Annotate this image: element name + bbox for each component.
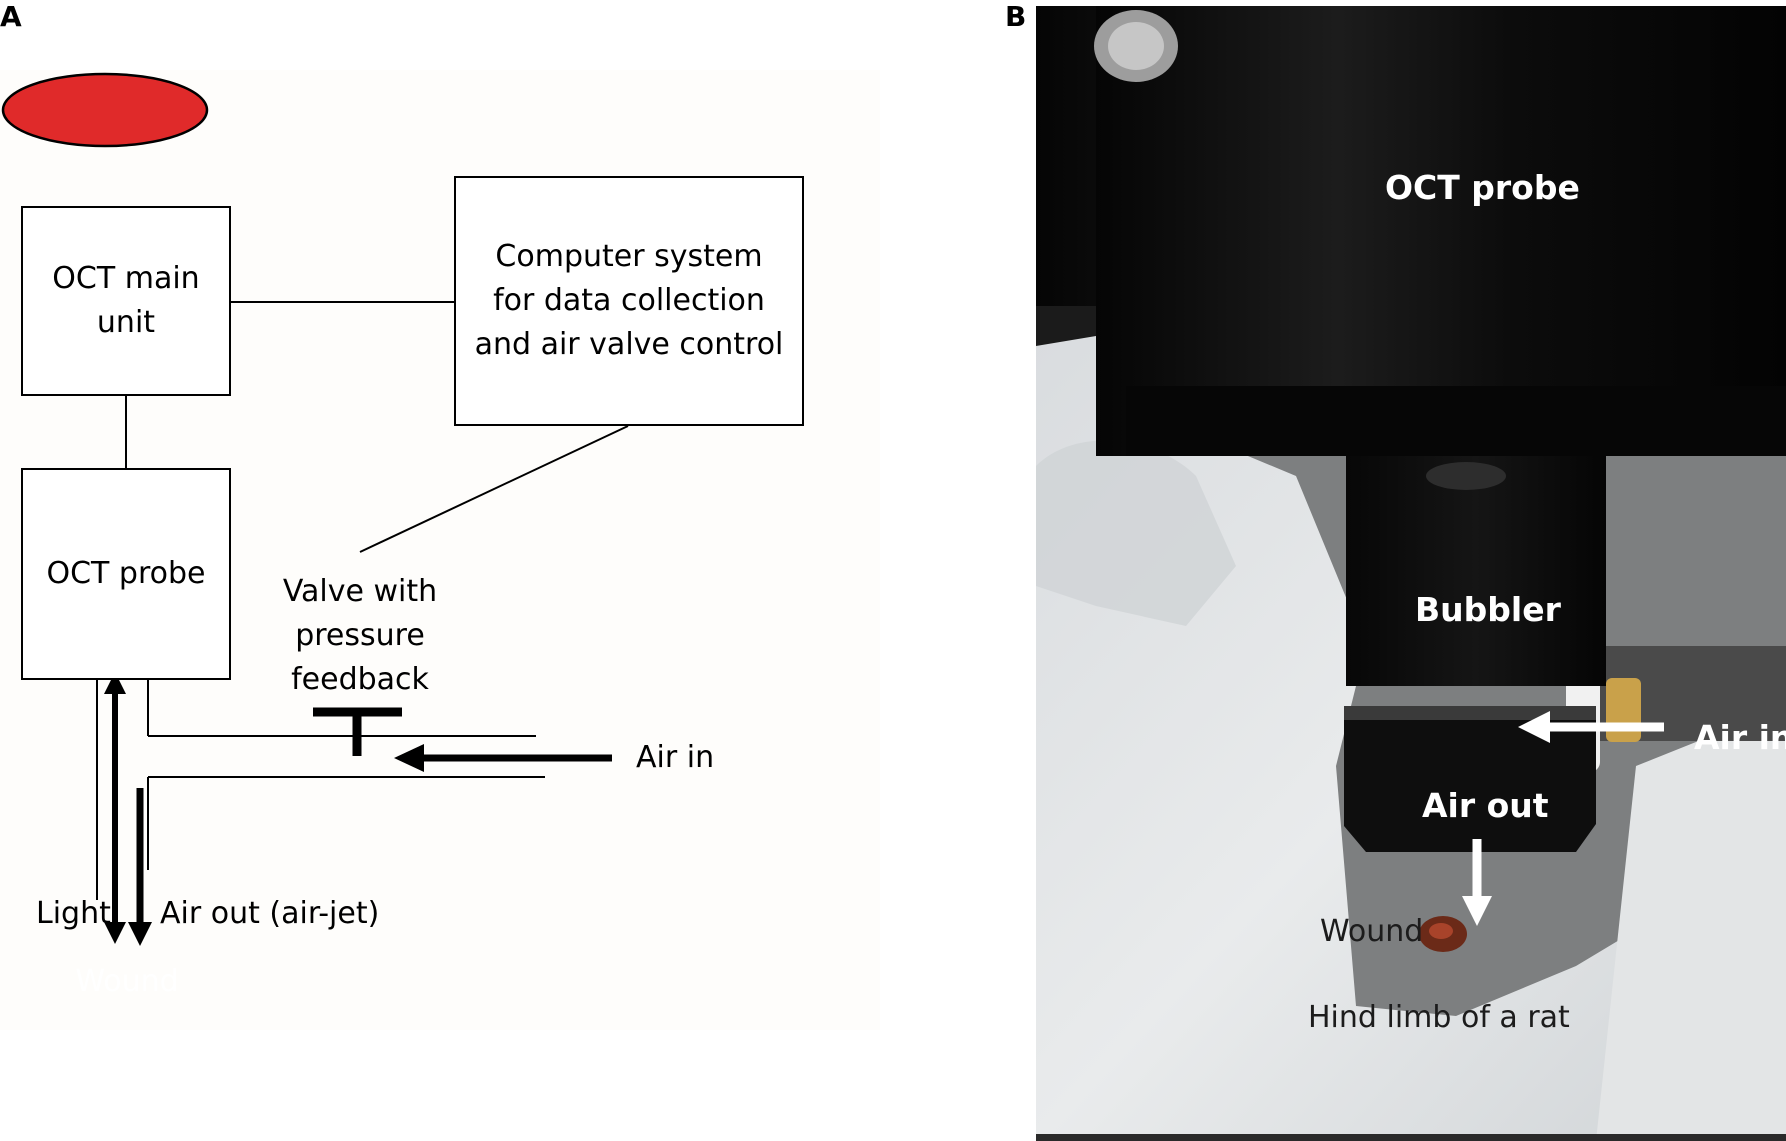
valve-line1: Valve with bbox=[282, 574, 438, 609]
probe-body bbox=[1096, 6, 1786, 456]
light-arrowhead-down bbox=[104, 922, 126, 944]
white-cloth bbox=[1596, 706, 1786, 1141]
schematic-lines bbox=[96, 301, 629, 946]
photo-oct-probe-label: OCT probe bbox=[1385, 168, 1580, 207]
air-in-label: Air in bbox=[636, 740, 715, 775]
computer-line2: for data collection bbox=[493, 283, 765, 318]
oct-main-unit-box: OCT main unit bbox=[21, 206, 231, 396]
computer-line1: Computer system bbox=[495, 239, 763, 274]
computer-system-box: Computer system for data collection and … bbox=[454, 176, 804, 426]
bubbler bbox=[1346, 456, 1606, 686]
connector-computer-valve bbox=[359, 425, 629, 553]
nozzle-block bbox=[1344, 718, 1596, 852]
photo-wound-label: Wound bbox=[1320, 914, 1424, 949]
photo-hind-limb-label: Hind limb of a rat bbox=[1308, 1000, 1570, 1035]
oct-main-unit-line1: OCT main bbox=[52, 261, 200, 296]
brass-nut bbox=[1606, 678, 1641, 742]
photo-illustration bbox=[1036, 6, 1786, 1141]
air-in-arrowhead bbox=[394, 744, 424, 772]
computer-line3: and air valve control bbox=[474, 327, 784, 362]
air-out-label: Air out (air-jet) bbox=[160, 896, 380, 931]
schematic-diagram: OCT main unit Computer system for data c… bbox=[0, 70, 880, 1030]
photo-air-in-label: Air in bbox=[1694, 718, 1786, 757]
panel-letter-b: B bbox=[1005, 0, 1027, 33]
light-arrowhead-up bbox=[104, 672, 126, 694]
photo-air-in-arrowhead bbox=[1518, 711, 1550, 743]
wound-label: Wound bbox=[75, 964, 179, 999]
oct-probe-label: OCT probe bbox=[46, 556, 206, 591]
photo-air-out-arrowhead bbox=[1462, 896, 1492, 926]
valve-line2: pressure bbox=[295, 618, 425, 653]
rat-body bbox=[1036, 336, 1786, 1141]
panel-letter-a: A bbox=[0, 0, 22, 33]
light-label: Light bbox=[36, 896, 111, 931]
valve-label: Valve with pressure feedback bbox=[255, 570, 465, 702]
oct-probe-box: OCT probe bbox=[21, 468, 231, 680]
valve-line3: feedback bbox=[291, 662, 429, 697]
photo-bubbler-label: Bubbler bbox=[1415, 590, 1561, 629]
photo-air-out-label: Air out bbox=[1422, 786, 1549, 825]
setup-photo: OCT probe Bubbler Air in Air out Wound H… bbox=[1036, 6, 1786, 1141]
wound-oval bbox=[1, 72, 209, 148]
oct-main-unit-line2: unit bbox=[96, 305, 156, 340]
air-out-arrowhead bbox=[128, 922, 152, 946]
